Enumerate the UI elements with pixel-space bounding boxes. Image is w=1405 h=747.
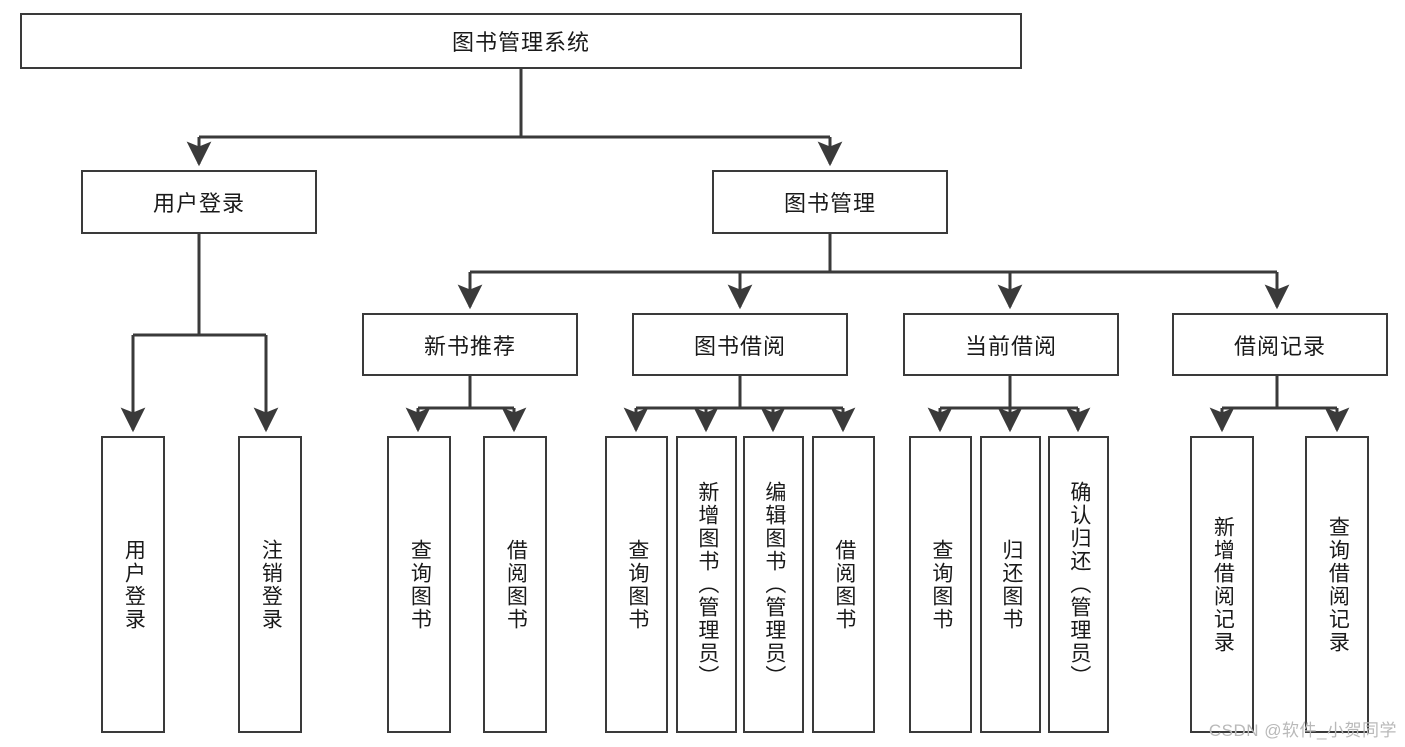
- leaf-borrow-book-2-label: 借阅图书: [832, 538, 856, 631]
- node-book-manage-label: 图书管理: [783, 191, 876, 216]
- node-book-borrow[interactable]: 图书借阅: [632, 313, 848, 376]
- node-book-manage[interactable]: 图书管理: [712, 170, 948, 234]
- leaf-edit-book[interactable]: 编辑图书（管理员）: [743, 436, 804, 733]
- leaf-add-book-label: 新增图书（管理员）: [695, 481, 719, 688]
- node-borrow-record[interactable]: 借阅记录: [1172, 313, 1388, 376]
- leaf-return-book[interactable]: 归还图书: [980, 436, 1041, 733]
- leaf-query-book-2-label: 查询图书: [625, 538, 649, 631]
- leaf-user-login-label: 用户登录: [122, 538, 146, 631]
- leaf-user-login[interactable]: 用户登录: [101, 436, 165, 733]
- leaf-logout[interactable]: 注销登录: [238, 436, 302, 733]
- leaf-query-book-3[interactable]: 查询图书: [909, 436, 972, 733]
- node-current-borrow-label: 当前借阅: [964, 333, 1057, 359]
- leaf-borrow-book-2[interactable]: 借阅图书: [812, 436, 875, 733]
- leaf-query-record[interactable]: 查询借阅记录: [1305, 436, 1369, 733]
- leaf-query-book-1-label: 查询图书: [408, 538, 432, 631]
- leaf-add-record[interactable]: 新增借阅记录: [1190, 436, 1254, 733]
- leaf-confirm-return[interactable]: 确认归还（管理员）: [1048, 436, 1109, 733]
- csdn-watermark: CSDN @软件_小贺同学: [1208, 721, 1397, 740]
- leaf-borrow-book-1-label: 借阅图书: [504, 538, 528, 631]
- node-new-book-rec-label: 新书推荐: [423, 333, 516, 359]
- node-book-borrow-label: 图书借阅: [693, 333, 786, 359]
- node-new-book-rec[interactable]: 新书推荐: [362, 313, 578, 376]
- leaf-edit-book-label: 编辑图书（管理员）: [762, 481, 786, 688]
- leaf-borrow-book-1[interactable]: 借阅图书: [483, 436, 547, 733]
- leaf-query-book-3-label: 查询图书: [929, 538, 953, 631]
- leaf-logout-label: 注销登录: [259, 538, 283, 631]
- leaf-query-book-2[interactable]: 查询图书: [605, 436, 668, 733]
- node-user-login[interactable]: 用户登录: [81, 170, 317, 234]
- node-user-login-label: 用户登录: [152, 191, 245, 216]
- node-root-label: 图书管理系统: [451, 30, 590, 55]
- node-borrow-record-label: 借阅记录: [1233, 333, 1326, 359]
- leaf-add-record-label: 新增借阅记录: [1211, 515, 1235, 654]
- leaf-confirm-return-label: 确认归还（管理员）: [1067, 481, 1091, 688]
- node-current-borrow[interactable]: 当前借阅: [903, 313, 1119, 376]
- leaf-query-record-label: 查询借阅记录: [1326, 515, 1350, 654]
- leaf-add-book[interactable]: 新增图书（管理员）: [676, 436, 737, 733]
- leaf-query-book-1[interactable]: 查询图书: [387, 436, 451, 733]
- leaf-return-book-label: 归还图书: [999, 538, 1023, 631]
- node-root[interactable]: 图书管理系统: [20, 13, 1022, 69]
